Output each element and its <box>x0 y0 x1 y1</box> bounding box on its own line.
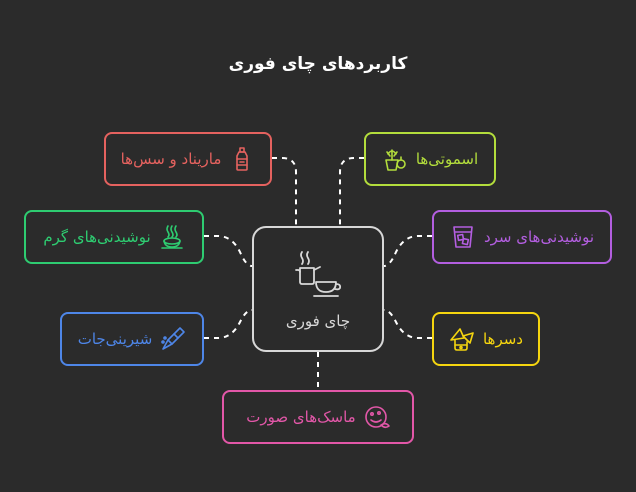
center-node-label: چای فوری <box>285 312 351 330</box>
connector-smoothies <box>339 157 364 226</box>
node-desserts: دسرها <box>432 312 540 366</box>
connector-hot-drinks <box>204 235 253 267</box>
node-sweets: شیرینی‌جات <box>60 312 204 366</box>
node-desserts-label: دسرها <box>482 330 523 348</box>
node-marinade: ماریناد و سس‌ها <box>104 132 272 186</box>
node-hot-drinks-label: نوشیدنی‌های گرم <box>43 228 151 246</box>
node-smoothies: اسموتی‌ها <box>364 132 496 186</box>
sauce-bottle-icon <box>229 146 255 172</box>
node-cold-drinks: نوشیدنی‌های سرد <box>432 210 612 264</box>
node-marinade-label: ماریناد و سس‌ها <box>120 150 222 168</box>
node-face-masks-label: ماسک‌های صورت <box>246 408 356 426</box>
iced-glass-icon <box>450 224 476 250</box>
hot-cup-icon <box>159 224 185 250</box>
connector-desserts <box>383 309 432 339</box>
center-node: چای فوری <box>252 226 384 352</box>
connector-cold-drinks <box>383 235 432 267</box>
face-mask-icon <box>364 404 390 430</box>
tea-pot-and-cup-icon <box>292 248 344 304</box>
smoothie-icon <box>382 146 408 172</box>
connector-sweets <box>204 309 253 339</box>
diagram-title: کاربردهای چای فوری <box>228 54 408 74</box>
node-face-masks: ماسک‌های صورت <box>222 390 414 444</box>
node-sweets-label: شیرینی‌جات <box>77 330 153 348</box>
node-cold-drinks-label: نوشیدنی‌های سرد <box>483 228 595 246</box>
node-hot-drinks: نوشیدنی‌های گرم <box>24 210 204 264</box>
node-smoothies-label: اسموتی‌ها <box>415 150 479 168</box>
piping-bag-icon <box>160 326 186 352</box>
cake-slices-icon <box>449 326 475 352</box>
connector-marinade <box>272 157 297 226</box>
